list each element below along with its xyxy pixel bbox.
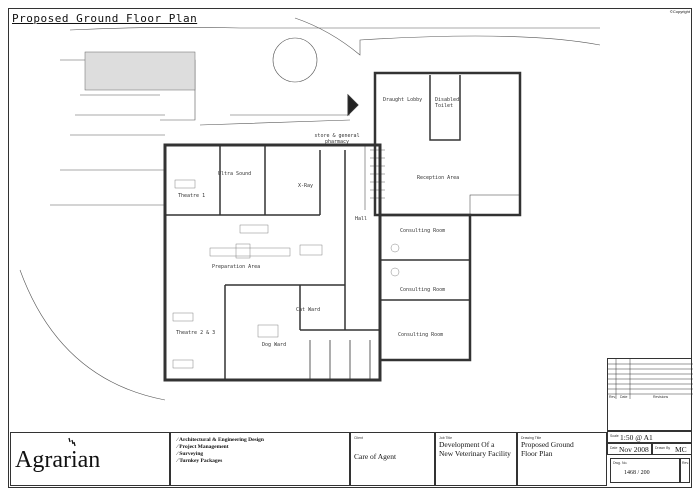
drawing-title-line: Proposed Ground bbox=[521, 440, 574, 449]
revision-block: Rev. Date Revisions bbox=[607, 358, 693, 431]
service-label: Surveying bbox=[179, 451, 204, 457]
service-item: ⁄ Project Management bbox=[177, 444, 229, 450]
room-label: Ultra Sound bbox=[218, 171, 252, 177]
revisions-header: Revisions bbox=[653, 395, 669, 399]
service-item: ⁄ Surveying bbox=[177, 451, 204, 457]
drawn-by-label: Drawn By bbox=[655, 446, 671, 450]
client-value: Care of Agent bbox=[354, 452, 397, 461]
room-label: Consulting Room bbox=[400, 287, 446, 293]
company-block: Agrarian bbox=[10, 432, 170, 486]
date-value: Nov 2008 bbox=[619, 445, 649, 454]
services-block: ⁄ Architectural & Engineering Design ⁄ P… bbox=[170, 432, 350, 486]
room-label: Consulting Room bbox=[398, 332, 444, 338]
rev-header: Rev. bbox=[609, 395, 616, 399]
job-title-label: Job Title bbox=[439, 436, 453, 440]
room-label: Theatre 2 & 3 bbox=[176, 330, 216, 336]
client-cell: Client Care of Agent bbox=[350, 432, 435, 486]
room-label: store & general pharmacy bbox=[314, 133, 360, 145]
drawing-title-cell: Drawing Title Proposed Ground Floor Plan bbox=[517, 432, 607, 486]
room-label: Disabled Toilet bbox=[435, 97, 460, 109]
dwg-no-cell: Dwg. No. 1468 / 200 bbox=[610, 458, 680, 483]
room-label: Hall bbox=[355, 216, 368, 222]
logo-mark-icon bbox=[68, 437, 76, 447]
room-label: Dog Ward bbox=[262, 342, 287, 348]
date-header: Date bbox=[620, 395, 628, 399]
scale-label: Scale bbox=[610, 434, 619, 438]
scale-value: 1:50 @ A1 bbox=[620, 433, 653, 442]
service-item: ⁄ Turnkey Packages bbox=[177, 458, 223, 464]
copyright-note: ©Copyright bbox=[669, 9, 690, 14]
drawing-title: Proposed Ground Floor Plan bbox=[12, 12, 198, 25]
service-label: Project Management bbox=[179, 444, 229, 450]
dwg-no-value: 1468 / 200 bbox=[624, 470, 650, 476]
date-label: Date bbox=[610, 446, 618, 450]
job-title-line: Development Of a bbox=[439, 440, 495, 449]
drawing-title-line: Floor Plan bbox=[521, 449, 553, 458]
client-label: Client bbox=[354, 436, 363, 440]
service-label: Turnkey Packages bbox=[179, 458, 223, 464]
building-walls bbox=[163, 71, 522, 382]
date-cell: Date Nov 2008 bbox=[607, 443, 652, 455]
room-label: Reception Area bbox=[417, 175, 460, 181]
room-label: Preparation Area bbox=[212, 264, 261, 270]
room-label: Theatre 1 bbox=[178, 193, 206, 199]
service-label: Architectural & Engineering Design bbox=[179, 437, 264, 443]
drawn-by-cell: Drawn By MC bbox=[652, 443, 692, 455]
service-item: ⁄ Architectural & Engineering Design bbox=[177, 437, 264, 443]
sheet-border bbox=[8, 8, 692, 488]
room-label: Consulting Room bbox=[400, 228, 446, 234]
job-title-line: New Veterinary Facility bbox=[439, 449, 511, 458]
dwg-no-label: Dwg. No. bbox=[613, 461, 628, 465]
company-logo: Agrarian bbox=[15, 447, 101, 473]
room-label: Cat Ward bbox=[296, 307, 321, 313]
parking-bay-hatched bbox=[84, 51, 196, 91]
room-label: Draught Lobby bbox=[383, 97, 423, 103]
rev-cell: Rev. bbox=[680, 458, 690, 483]
drawn-by-value: MC bbox=[675, 445, 687, 454]
fixtures bbox=[172, 179, 400, 369]
rev-label: Rev. bbox=[682, 461, 689, 465]
job-title-cell: Job Title Development Of a New Veterinar… bbox=[435, 432, 517, 486]
room-label: X-Ray bbox=[298, 183, 314, 189]
scale-cell: Scale 1:50 @ A1 bbox=[607, 431, 692, 443]
drawing-title-label: Drawing Title bbox=[521, 436, 542, 440]
